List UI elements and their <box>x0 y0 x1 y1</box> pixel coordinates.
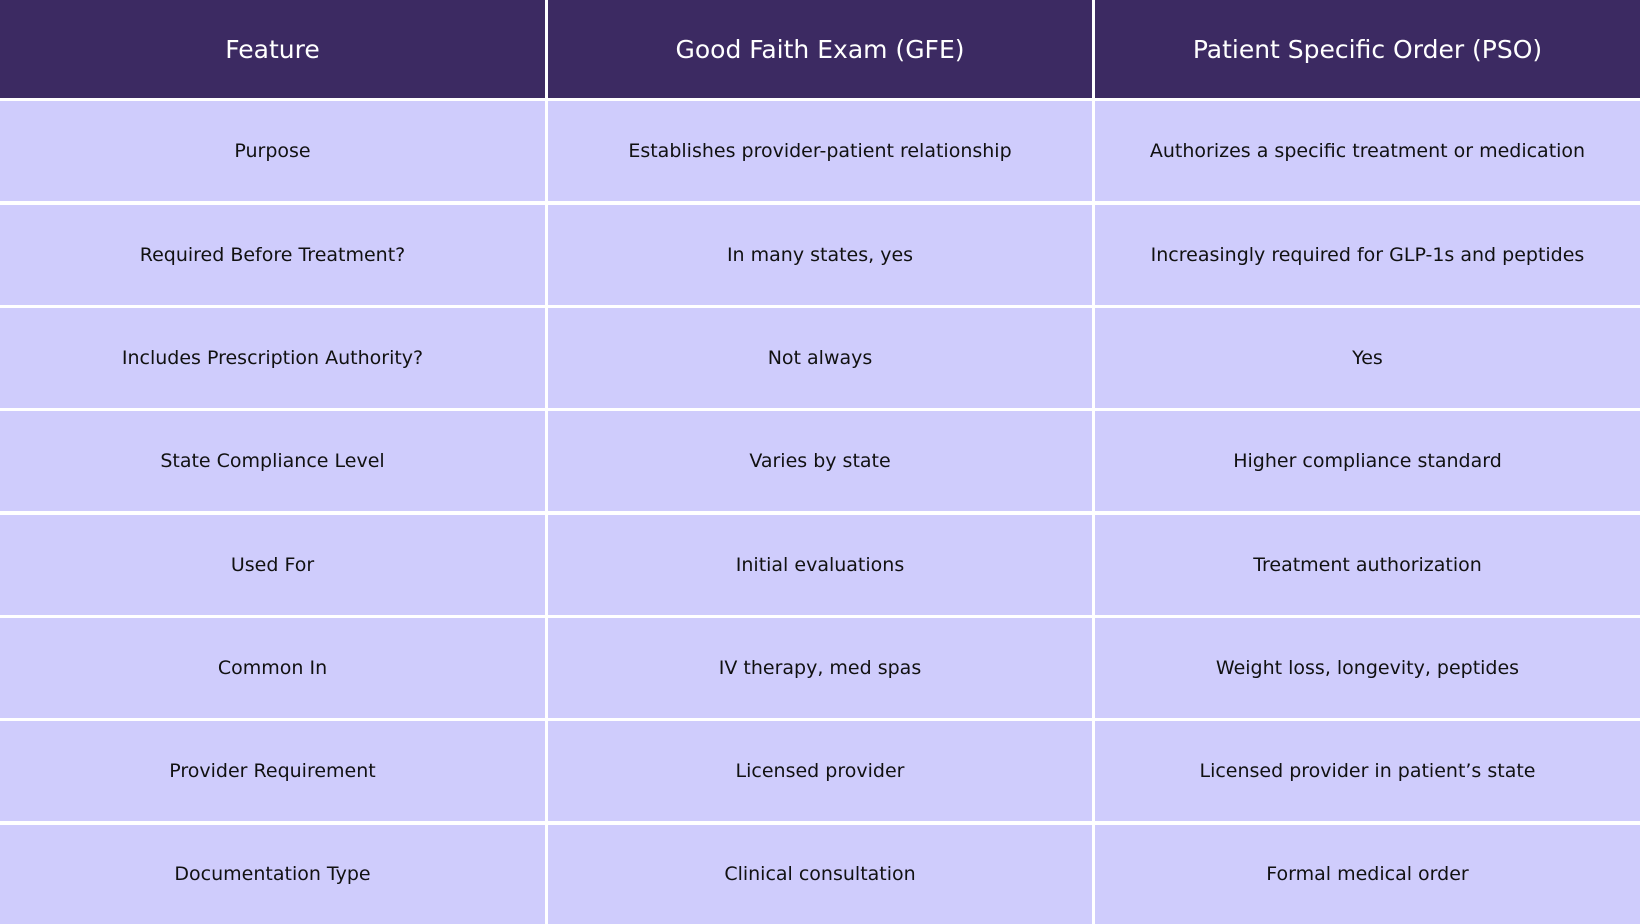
cell-pso-provider: Licensed provider in patient’s state <box>1095 721 1640 822</box>
cell-gfe-purpose: Establishes provider-patient relationshi… <box>548 101 1092 202</box>
cell-gfe-used-for: Initial evaluations <box>548 514 1092 615</box>
header-pso: Patient Specific Order (PSO) <box>1095 0 1640 98</box>
cell-pso-prescription: Yes <box>1095 307 1640 408</box>
cell-feature-used-for: Used For <box>0 514 545 615</box>
cell-gfe-required: In many states, yes <box>548 204 1092 305</box>
cell-feature-compliance: State Compliance Level <box>0 411 545 512</box>
cell-feature-documentation: Documentation Type <box>0 824 545 924</box>
cell-gfe-provider: Licensed provider <box>548 721 1092 822</box>
cell-gfe-common-in: IV therapy, med spas <box>548 617 1092 718</box>
header-gfe: Good Faith Exam (GFE) <box>548 0 1092 98</box>
cell-feature-common-in: Common In <box>0 617 545 718</box>
cell-pso-compliance: Higher compliance standard <box>1095 411 1640 512</box>
cell-pso-used-for: Treatment authorization <box>1095 514 1640 615</box>
cell-pso-required: Increasingly required for GLP-1s and pep… <box>1095 204 1640 305</box>
cell-gfe-documentation: Clinical consultation <box>548 824 1092 924</box>
cell-feature-prescription: Includes Prescription Authority? <box>0 307 545 408</box>
cell-feature-purpose: Purpose <box>0 101 545 202</box>
cell-feature-provider: Provider Requirement <box>0 721 545 822</box>
cell-gfe-prescription: Not always <box>548 307 1092 408</box>
cell-pso-purpose: Authorizes a specific treatment or medic… <box>1095 101 1640 202</box>
cell-gfe-compliance: Varies by state <box>548 411 1092 512</box>
header-feature: Feature <box>0 0 545 98</box>
cell-feature-required: Required Before Treatment? <box>0 204 545 305</box>
cell-pso-documentation: Formal medical order <box>1095 824 1640 924</box>
cell-pso-common-in: Weight loss, longevity, peptides <box>1095 617 1640 718</box>
